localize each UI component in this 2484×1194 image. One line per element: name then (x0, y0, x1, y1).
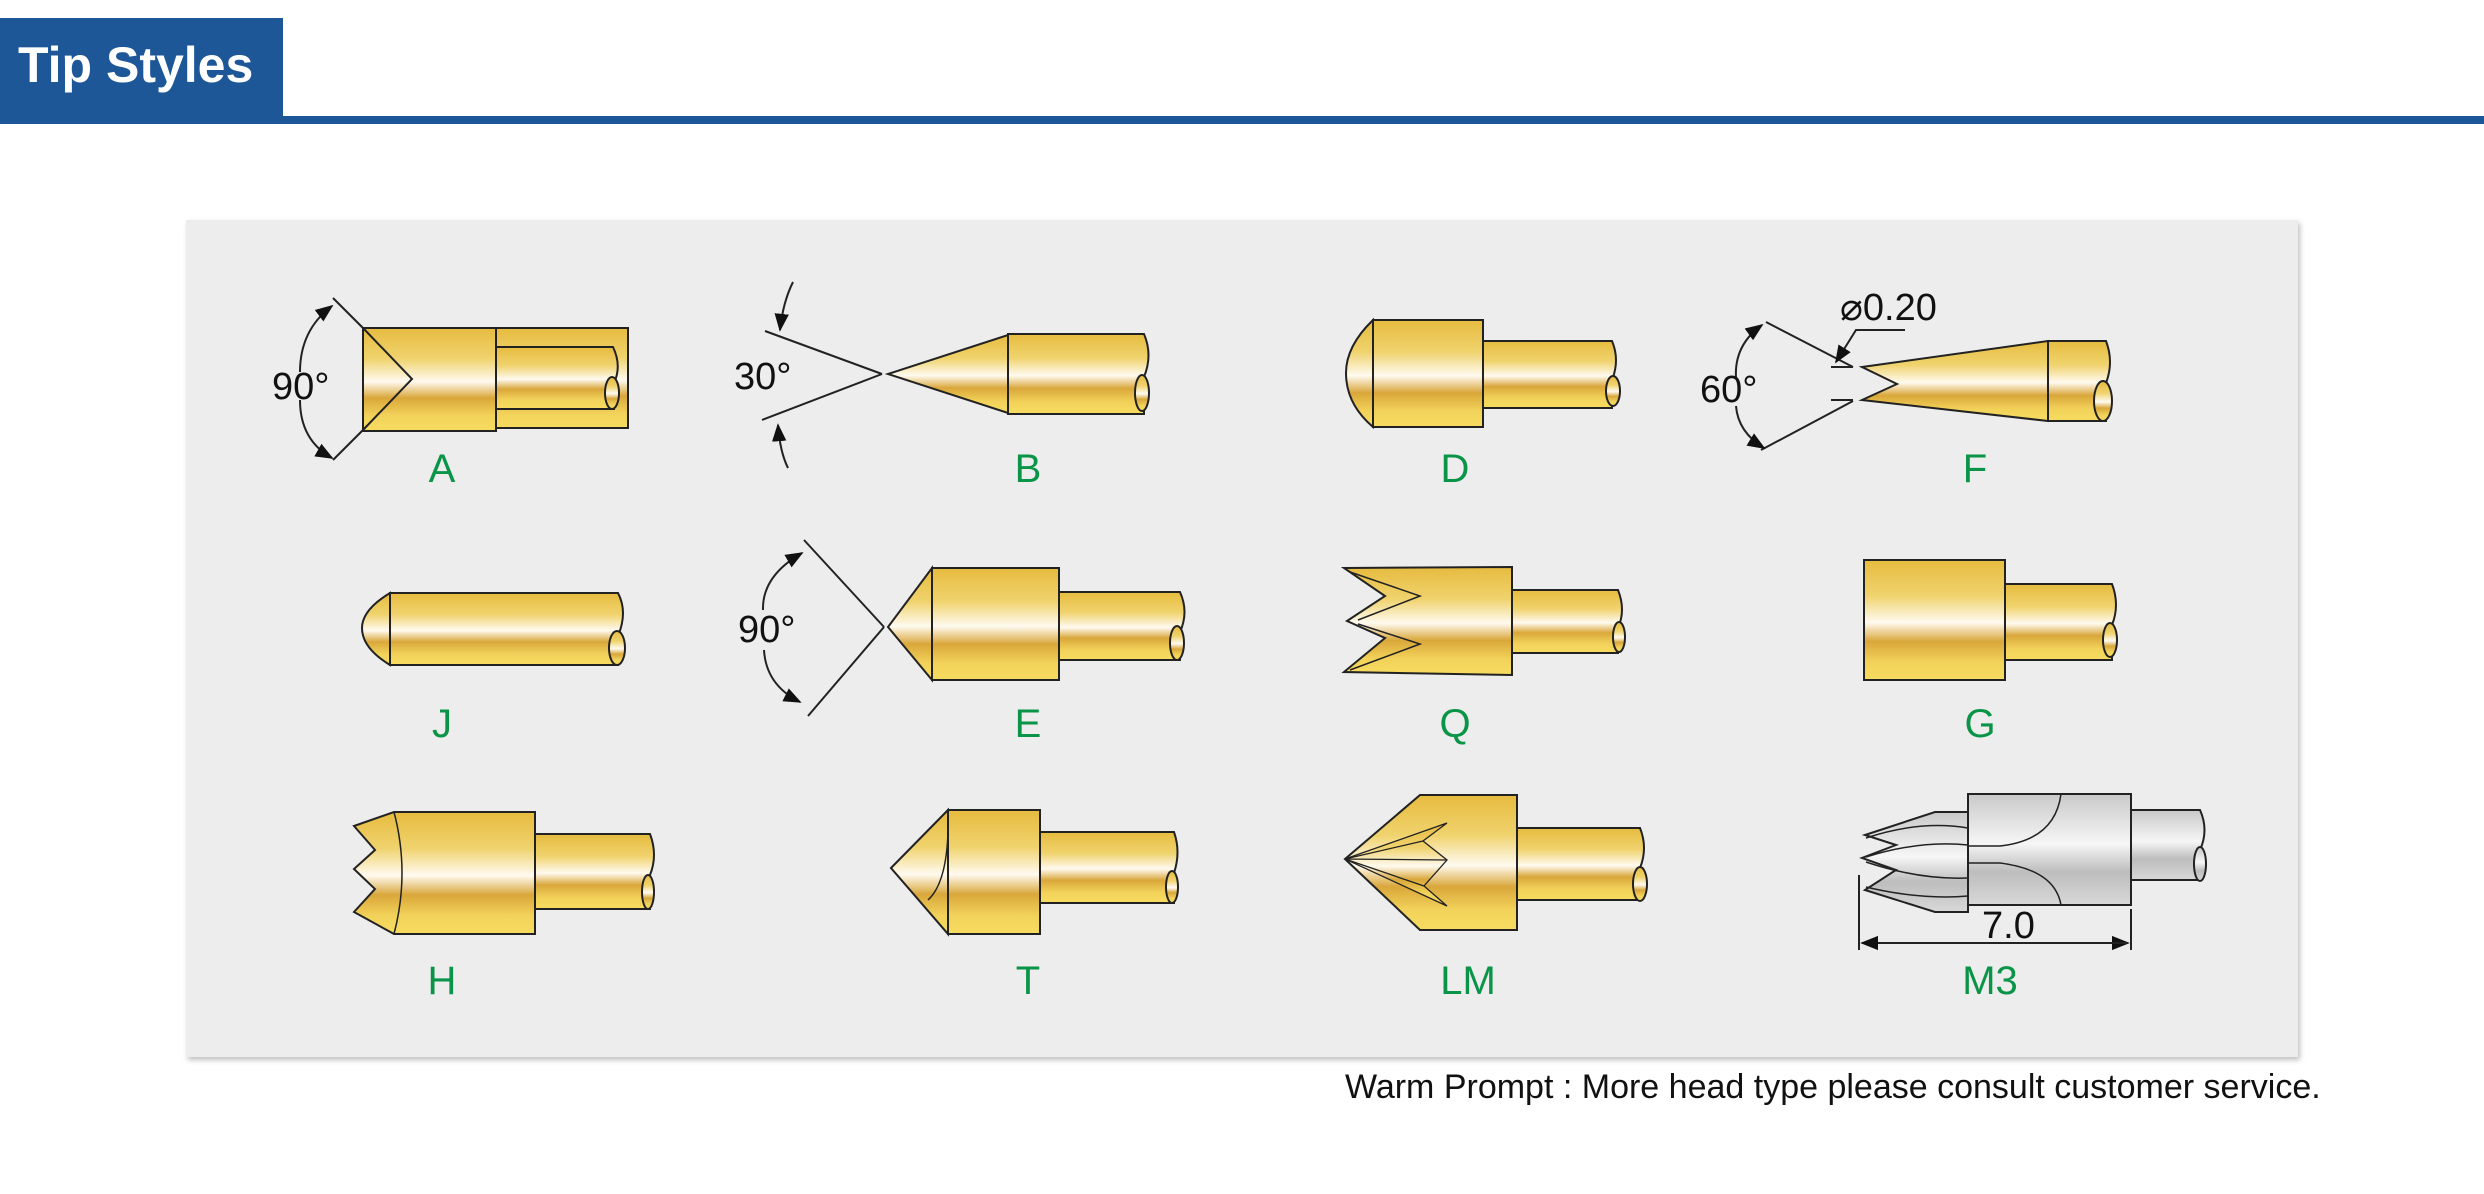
header-rule (283, 116, 2484, 124)
tip-label-q: Q (1439, 702, 1470, 746)
tip-b-angle: 30° (734, 356, 791, 398)
tip-label-g: G (1964, 702, 1995, 746)
tip-m3-dimension: 7.0 (1982, 905, 2035, 947)
tip-a-drawing (299, 297, 629, 461)
tip-label-m3: M3 (1962, 959, 2018, 1003)
header-banner (0, 18, 283, 124)
warm-prompt-note: Warm Prompt : More head type please cons… (1345, 1068, 2321, 1106)
tip-f-diameter: ⌀0.20 (1840, 287, 1937, 329)
tip-f-drawing (1734, 321, 2113, 451)
tip-m3-drawing (1858, 793, 2207, 951)
tip-label-b: B (1015, 447, 1042, 491)
tip-label-t: T (1016, 959, 1040, 1003)
tip-g-drawing (1863, 559, 2118, 681)
tip-b-drawing (761, 281, 1150, 469)
tip-h-drawing (352, 811, 655, 935)
tip-e-angle: 90° (738, 609, 795, 651)
page-title: Tip Styles (18, 37, 254, 93)
tip-label-j: J (432, 702, 452, 746)
tip-j-drawing (360, 591, 626, 667)
tip-f-angle: 60° (1700, 369, 1757, 411)
tip-label-e: E (1015, 702, 1042, 746)
tip-label-a: A (429, 447, 456, 491)
tip-d-drawing (1344, 317, 1621, 430)
tip-label-h: H (428, 959, 457, 1003)
tip-q-drawing (1340, 565, 1626, 677)
tip-e-drawing (761, 539, 1186, 717)
tip-a-angle: 90° (272, 366, 329, 408)
tip-lm-drawing (1343, 794, 1648, 931)
tip-t-drawing (889, 807, 1179, 937)
tip-label-lm: LM (1440, 959, 1496, 1003)
tip-label-d: D (1441, 447, 1470, 491)
tip-label-f: F (1963, 447, 1987, 491)
